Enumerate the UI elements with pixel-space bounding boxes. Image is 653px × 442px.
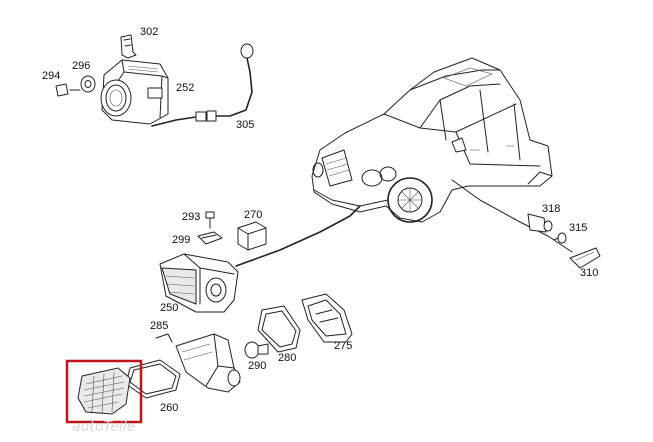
bracket-302 [120,34,137,59]
part-label-294: 294 [42,70,60,82]
fog-lamp-250 [159,253,239,313]
bulb-315 [553,232,567,244]
clip-285 [155,333,173,343]
car-illustration [311,57,553,223]
part-label-260: 260 [160,402,178,414]
part-label-310: 310 [580,267,598,279]
part-label-299: 299 [172,234,190,246]
clip-299 [197,231,223,245]
module-socket [147,87,163,99]
bulb-socket-318 [527,213,553,233]
part-label-305: 305 [236,119,254,131]
part-label-280: 280 [278,352,296,364]
screw-294 [55,83,81,97]
gasket-280 [257,305,301,353]
relay-270 [237,221,267,251]
part-labels: 302 296 294 252 305 293 270 299 318 315 … [42,26,598,414]
front-wheel [387,177,433,223]
grille [321,149,353,187]
part-label-290: 290 [248,360,266,372]
highlight-box [65,359,143,424]
washer-296 [80,75,96,93]
part-label-275: 275 [334,340,352,352]
watermark: autoTeile [72,419,135,435]
part-label-270: 270 [244,209,262,221]
frame-275 [301,293,353,343]
gasket-260 [125,359,181,399]
screw-293 [205,211,215,229]
lamp-housing-rear [175,333,241,393]
part-label-315: 315 [569,222,587,234]
fog-lamp-lens [77,367,131,415]
connector-harness-305 [151,43,254,127]
bulb-290 [244,341,269,359]
headlamp-module-assembly [55,34,254,127]
part-label-296: 296 [72,60,90,72]
side-marker-310 [569,247,601,269]
leader-line-fog-lamp [235,205,361,267]
part-label-293: 293 [182,211,200,223]
leader-line-side-marker [451,179,573,253]
part-label-318: 318 [542,203,560,215]
part-label-285: 285 [150,320,168,332]
part-label-252: 252 [176,82,194,94]
part-label-302: 302 [140,26,158,38]
part-label-250: 250 [160,302,178,314]
